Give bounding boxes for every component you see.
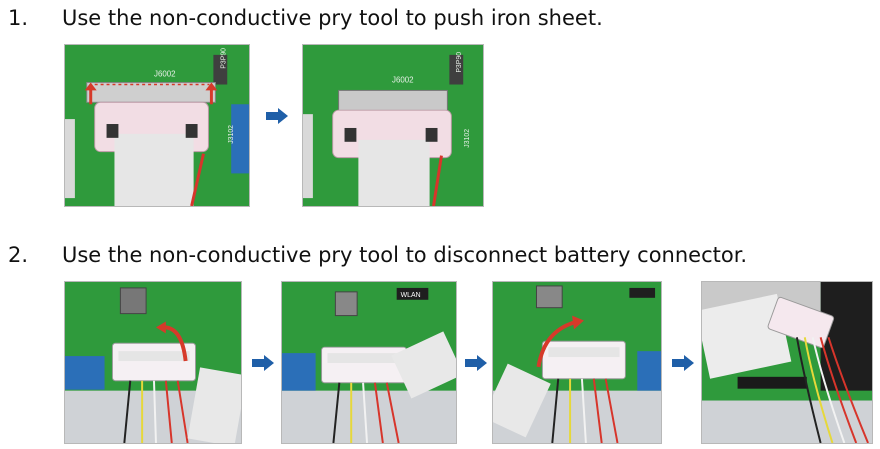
step-instruction: Use the non-conductive pry tool to push … [62,6,603,30]
step-number: 2. [8,243,29,267]
right-arrow-icon [672,355,694,371]
right-arrow-icon [465,355,487,371]
step-2-photo-1 [64,281,242,444]
step-1-photo-after: J6002 P3P90 J3102 [302,44,484,207]
pcb-label-side: P3P90 [456,52,463,73]
pcb-label-wlan: WLAN [401,292,421,299]
step-instruction: Use the non-conductive pry tool to disco… [62,243,748,267]
pcb-label-vertical: J3102 [464,129,471,148]
right-arrow-icon [266,108,288,124]
pcb-label-connector: J6002 [154,70,176,79]
step-2-photo-3 [492,281,662,444]
right-arrow-icon [252,355,274,371]
pcb-label-connector: J6002 [392,76,414,85]
step-number: 1. [8,6,29,30]
step-1-photo-before: J6002 P3P90 J3102 [64,44,250,207]
pcb-label-vertical: J3102 [228,125,235,144]
step-2-photo-4 [701,281,873,444]
step-2-photo-2: WLAN [281,281,457,444]
pcb-label-side: P3P90 [220,48,227,69]
